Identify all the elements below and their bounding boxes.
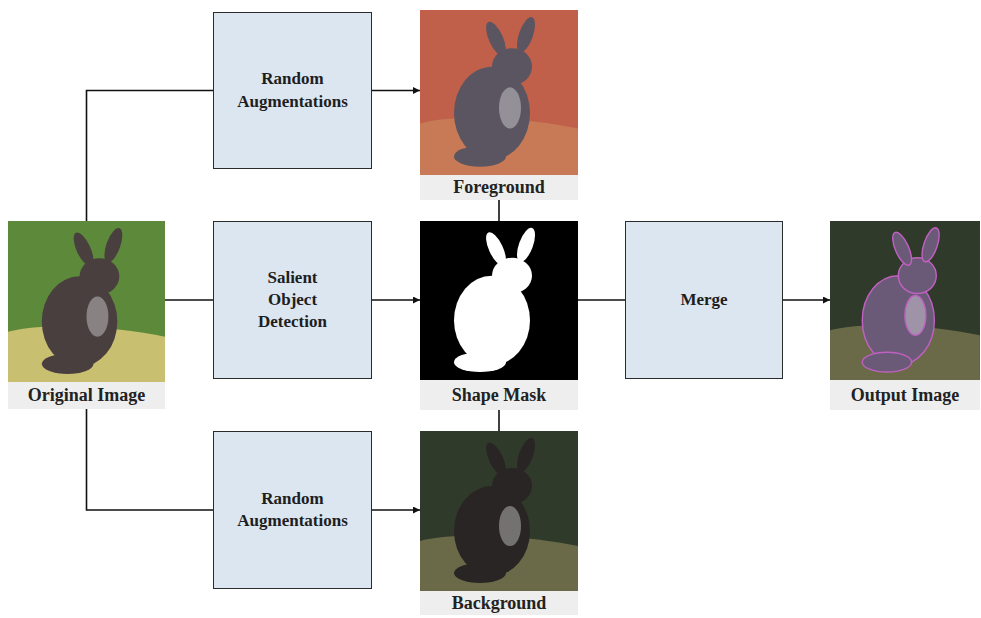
image-caption: Original Image (8, 382, 165, 409)
connector (372, 90, 420, 92)
connector (498, 200, 500, 221)
output-photo (830, 221, 980, 380)
connector (165, 299, 213, 301)
image-panel: Background (420, 431, 578, 615)
image-caption: Foreground (420, 175, 578, 200)
connector (372, 509, 420, 511)
foreground-photo (420, 10, 578, 175)
process-box: Random Augmentations (213, 431, 372, 589)
image-panel: Original Image (8, 221, 165, 409)
image-panel: Foreground (420, 10, 578, 200)
box-label: Merge (680, 289, 727, 311)
connector (372, 299, 420, 301)
connector (87, 409, 214, 510)
process-box: Salient Object Detection (213, 221, 372, 379)
original-photo (8, 221, 165, 382)
image-caption: Shape Mask (420, 380, 578, 410)
connector (87, 91, 214, 222)
image-panel: Shape Mask (420, 221, 578, 410)
image-panel: Output Image (830, 221, 980, 410)
connector (498, 410, 500, 431)
process-box: Merge (625, 221, 783, 379)
mask-image (420, 221, 578, 380)
connector (783, 299, 830, 301)
background-photo (420, 431, 578, 591)
box-label: Random Augmentations (223, 488, 363, 532)
connector (578, 299, 625, 301)
process-box: Random Augmentations (213, 12, 372, 169)
image-caption: Output Image (830, 380, 980, 410)
image-caption: Background (420, 591, 578, 615)
box-label: Random Augmentations (223, 68, 363, 112)
box-label: Salient Object Detection (247, 267, 339, 333)
